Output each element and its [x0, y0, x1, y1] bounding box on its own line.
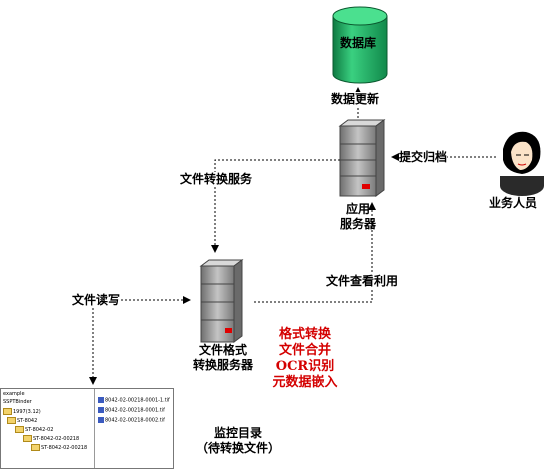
- tree-item[interactable]: example: [3, 391, 25, 397]
- folder-icon: [3, 408, 12, 415]
- format-server-label-line1: 文件格式: [198, 343, 247, 357]
- business-person-icon: [500, 131, 544, 196]
- watch-directory-explorer: example SSPTBinder 1997(3.12) ST-8042 ST…: [0, 388, 174, 469]
- tree-item-label: ST-8042: [17, 418, 38, 424]
- file-list: 8042-02-00218-0001-1.tif 8042-02-00218-0…: [96, 389, 172, 468]
- step-format-convert: 格式转换: [278, 327, 331, 342]
- tree-item[interactable]: ST-8042-02-00218: [31, 444, 87, 451]
- folder-icon: [23, 435, 32, 442]
- tree-item-label: 1997(3.12): [13, 409, 41, 415]
- business-person-label: 业务人员: [489, 196, 538, 211]
- watch-directory-line2: （待转换文件）: [195, 441, 280, 455]
- step-metadata: 元数据嵌入: [272, 375, 338, 390]
- format-server-label: 文件格式 转换服务器: [185, 343, 261, 373]
- file-item[interactable]: 8042-02-00218-0001.tif: [98, 407, 165, 414]
- file-read-write-label: 文件读写: [72, 293, 121, 308]
- format-server-label-line2: 转换服务器: [192, 358, 253, 372]
- folder-icon: [7, 417, 16, 424]
- tree-item[interactable]: SSPTBinder: [3, 399, 32, 405]
- processing-steps: 格式转换 文件合并 OCR识别 元数据嵌入: [260, 327, 350, 391]
- tree-item[interactable]: ST-8042: [7, 417, 37, 424]
- step-file-merge: 文件合并: [278, 343, 331, 358]
- arrow-file-view: [254, 202, 376, 303]
- folder-icon: [31, 444, 40, 451]
- database-cylinder: [332, 6, 388, 84]
- tif-file-icon: [98, 397, 104, 403]
- database-label: 数据库: [340, 36, 377, 50]
- tree-item[interactable]: ST-8042-02-00218: [23, 435, 79, 442]
- format-server-icon: [199, 259, 244, 343]
- tree-item-label: ST-8042-02: [25, 427, 54, 433]
- app-server-icon: [338, 119, 386, 197]
- tree-item[interactable]: 1997(3.12): [3, 408, 41, 415]
- app-server-label-line2: 服务器: [339, 217, 376, 231]
- tree-item-label: ST-8042-02-00218: [33, 436, 80, 442]
- app-server-label-line1: 应用: [345, 202, 370, 216]
- tif-file-icon: [98, 407, 104, 413]
- file-view-use-label: 文件查看利用: [326, 274, 399, 289]
- file-name: 8042-02-00218-0001-1.tif: [105, 397, 170, 404]
- watch-directory-line1: 监控目录: [213, 426, 262, 440]
- app-server-label: 应用 服务器: [332, 202, 384, 232]
- watch-directory-label: 监控目录 （待转换文件）: [178, 426, 298, 456]
- tif-file-icon: [98, 417, 104, 423]
- tree-item[interactable]: ST-8042-02: [15, 426, 53, 433]
- data-update-label: 数据更新: [331, 92, 380, 107]
- file-item[interactable]: 8042-02-00218-0002.tif: [98, 417, 165, 424]
- folder-tree: example SSPTBinder 1997(3.12) ST-8042 ST…: [1, 389, 95, 468]
- submit-archive-label: 提交归档: [399, 150, 448, 165]
- file-name: 8042-02-00218-0002.tif: [105, 417, 165, 424]
- step-ocr: OCR识别: [275, 359, 335, 374]
- tree-item-label: ST-8042-02-00218: [41, 445, 88, 451]
- arrow-convert-service: [211, 159, 340, 253]
- file-item[interactable]: 8042-02-00218-0001-1.tif: [98, 397, 170, 404]
- folder-icon: [15, 426, 24, 433]
- file-name: 8042-02-00218-0001.tif: [105, 407, 165, 414]
- file-convert-service-label: 文件转换服务: [180, 172, 253, 187]
